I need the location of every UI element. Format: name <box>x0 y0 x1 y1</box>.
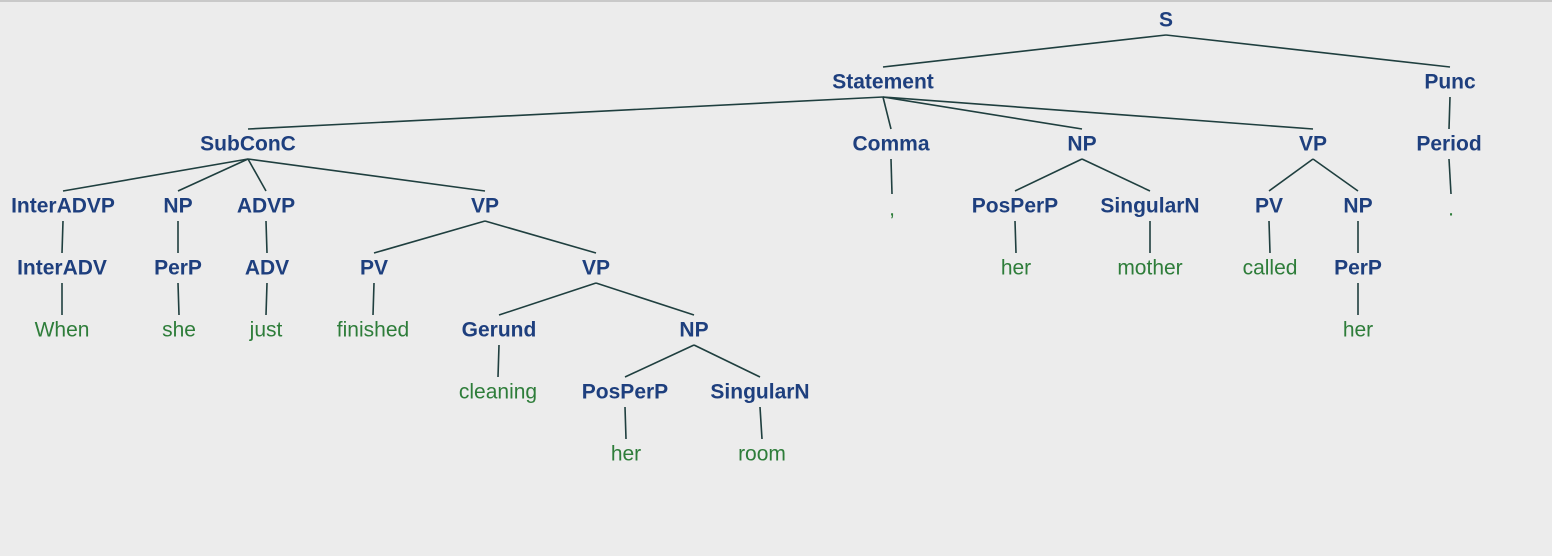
tree-edge <box>177 158 249 192</box>
tree-node-perp: PerP <box>1334 257 1382 280</box>
leaf-word-cleaning: cleaning <box>459 381 537 404</box>
tree-edge <box>759 406 763 440</box>
tree-edge <box>624 406 627 440</box>
tree-edge <box>61 220 64 254</box>
tree-edge <box>177 282 180 316</box>
tree-edges <box>61 34 1452 440</box>
tree-edge <box>1165 34 1451 68</box>
leaf-word-room: room <box>738 443 786 466</box>
tree-edge <box>62 158 249 192</box>
tree-node-perp: PerP <box>154 257 202 280</box>
tree-node-s: S <box>1159 9 1173 32</box>
tree-edge <box>1268 158 1314 192</box>
leaf-word-punct: . <box>1448 198 1454 221</box>
tree-edge <box>265 282 268 316</box>
leaf-word-just: just <box>249 319 283 342</box>
tree-node-np: NP <box>163 195 192 218</box>
leaf-word-her: her <box>1343 319 1373 342</box>
tree-node-vp: VP <box>1299 133 1327 156</box>
tree-edge <box>882 96 1083 130</box>
tree-node-interadvp: InterADVP <box>11 195 115 218</box>
tree-edge <box>265 220 268 254</box>
tree-node-interadv: InterADV <box>17 257 107 280</box>
leaf-word-when: When <box>35 319 90 342</box>
top-border <box>0 0 1552 2</box>
leaf-word-she: she <box>162 319 196 342</box>
tree-edge <box>595 282 695 316</box>
tree-edge <box>1448 158 1452 195</box>
leaf-word-mother: mother <box>1117 257 1182 280</box>
tree-edge <box>882 96 1314 130</box>
tree-edge <box>890 158 893 195</box>
leaf-word-her: her <box>611 443 641 466</box>
tree-edge <box>247 158 486 192</box>
tree-edge <box>247 158 267 192</box>
tree-node-np: NP <box>1343 195 1372 218</box>
tree-node-vp: VP <box>471 195 499 218</box>
tree-edge <box>1014 220 1017 254</box>
tree-node-advp: ADVP <box>237 195 295 218</box>
tree-edge <box>373 220 486 254</box>
tree-edge <box>1448 96 1451 130</box>
leaf-word-her: her <box>1001 257 1031 280</box>
tree-node-pv: PV <box>360 257 388 280</box>
leaf-word-finished: finished <box>337 319 409 342</box>
tree-node-singularn: SingularN <box>710 381 809 404</box>
tree-node-adv: ADV <box>245 257 289 280</box>
tree-node-singularn: SingularN <box>1100 195 1199 218</box>
tree-edge <box>1312 158 1359 192</box>
tree-node-comma: Comma <box>852 133 929 156</box>
tree-node-pv: PV <box>1255 195 1283 218</box>
tree-edge <box>882 34 1167 68</box>
tree-edge <box>624 344 695 378</box>
tree-edge <box>484 220 597 254</box>
tree-node-punc: Punc <box>1424 71 1476 94</box>
tree-edge <box>1014 158 1083 192</box>
tree-node-gerund: Gerund <box>462 319 537 342</box>
tree-node-np: NP <box>1067 133 1096 156</box>
tree-edge <box>1081 158 1151 192</box>
tree-edge <box>882 96 892 130</box>
tree-node-np: NP <box>679 319 708 342</box>
tree-edge <box>498 282 597 316</box>
tree-edge <box>1268 220 1271 254</box>
tree-edge <box>693 344 761 378</box>
tree-node-posperp: PosPerP <box>582 381 668 404</box>
leaf-word-called: called <box>1243 257 1298 280</box>
tree-node-period: Period <box>1416 133 1481 156</box>
tree-node-statement: Statement <box>832 71 934 94</box>
tree-edge <box>372 282 375 316</box>
tree-node-posperp: PosPerP <box>972 195 1058 218</box>
tree-edge <box>247 96 884 130</box>
tree-edge <box>497 344 500 378</box>
tree-node-vp: VP <box>582 257 610 280</box>
leaf-word-punct: , <box>889 198 895 221</box>
tree-node-subconc: SubConC <box>200 133 296 156</box>
